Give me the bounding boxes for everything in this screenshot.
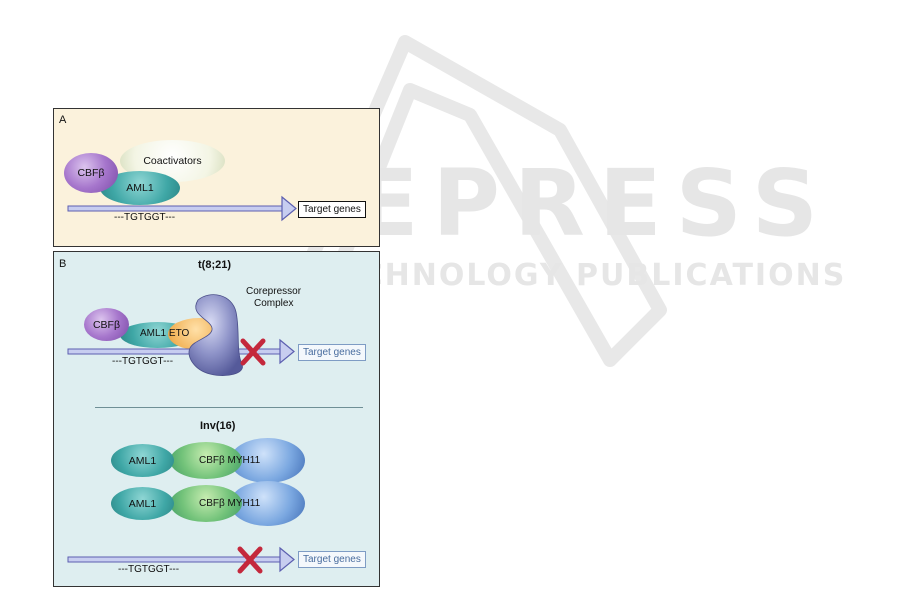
inv16-target-genes: Target genes <box>298 551 366 568</box>
t821-sequence: ---TGTGGT--- <box>112 356 173 367</box>
arrow-panel-a <box>68 197 296 220</box>
corepressor-complex-shape <box>189 295 243 376</box>
inv16-sequence: ---TGTGGT--- <box>118 564 179 575</box>
panel-a-sequence: ---TGTGGT--- <box>114 212 175 223</box>
t821-target-genes: Target genes <box>298 344 366 361</box>
panel-a-target-genes: Target genes <box>298 201 366 218</box>
